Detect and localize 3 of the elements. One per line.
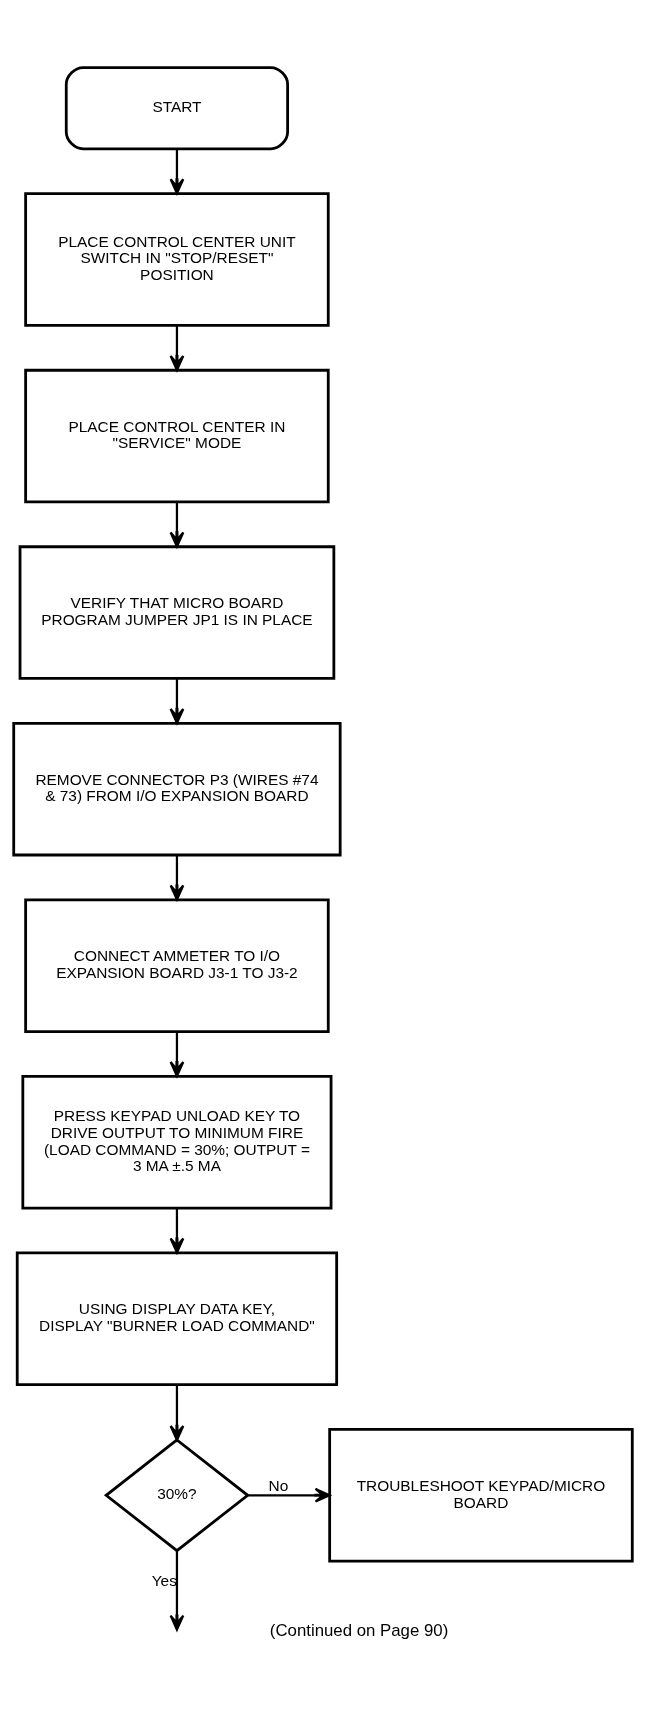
label: (Continued on Page 90) xyxy=(269,1620,449,1640)
edge-label: Yes xyxy=(151,1571,177,1589)
edge-label: No xyxy=(268,1476,289,1494)
